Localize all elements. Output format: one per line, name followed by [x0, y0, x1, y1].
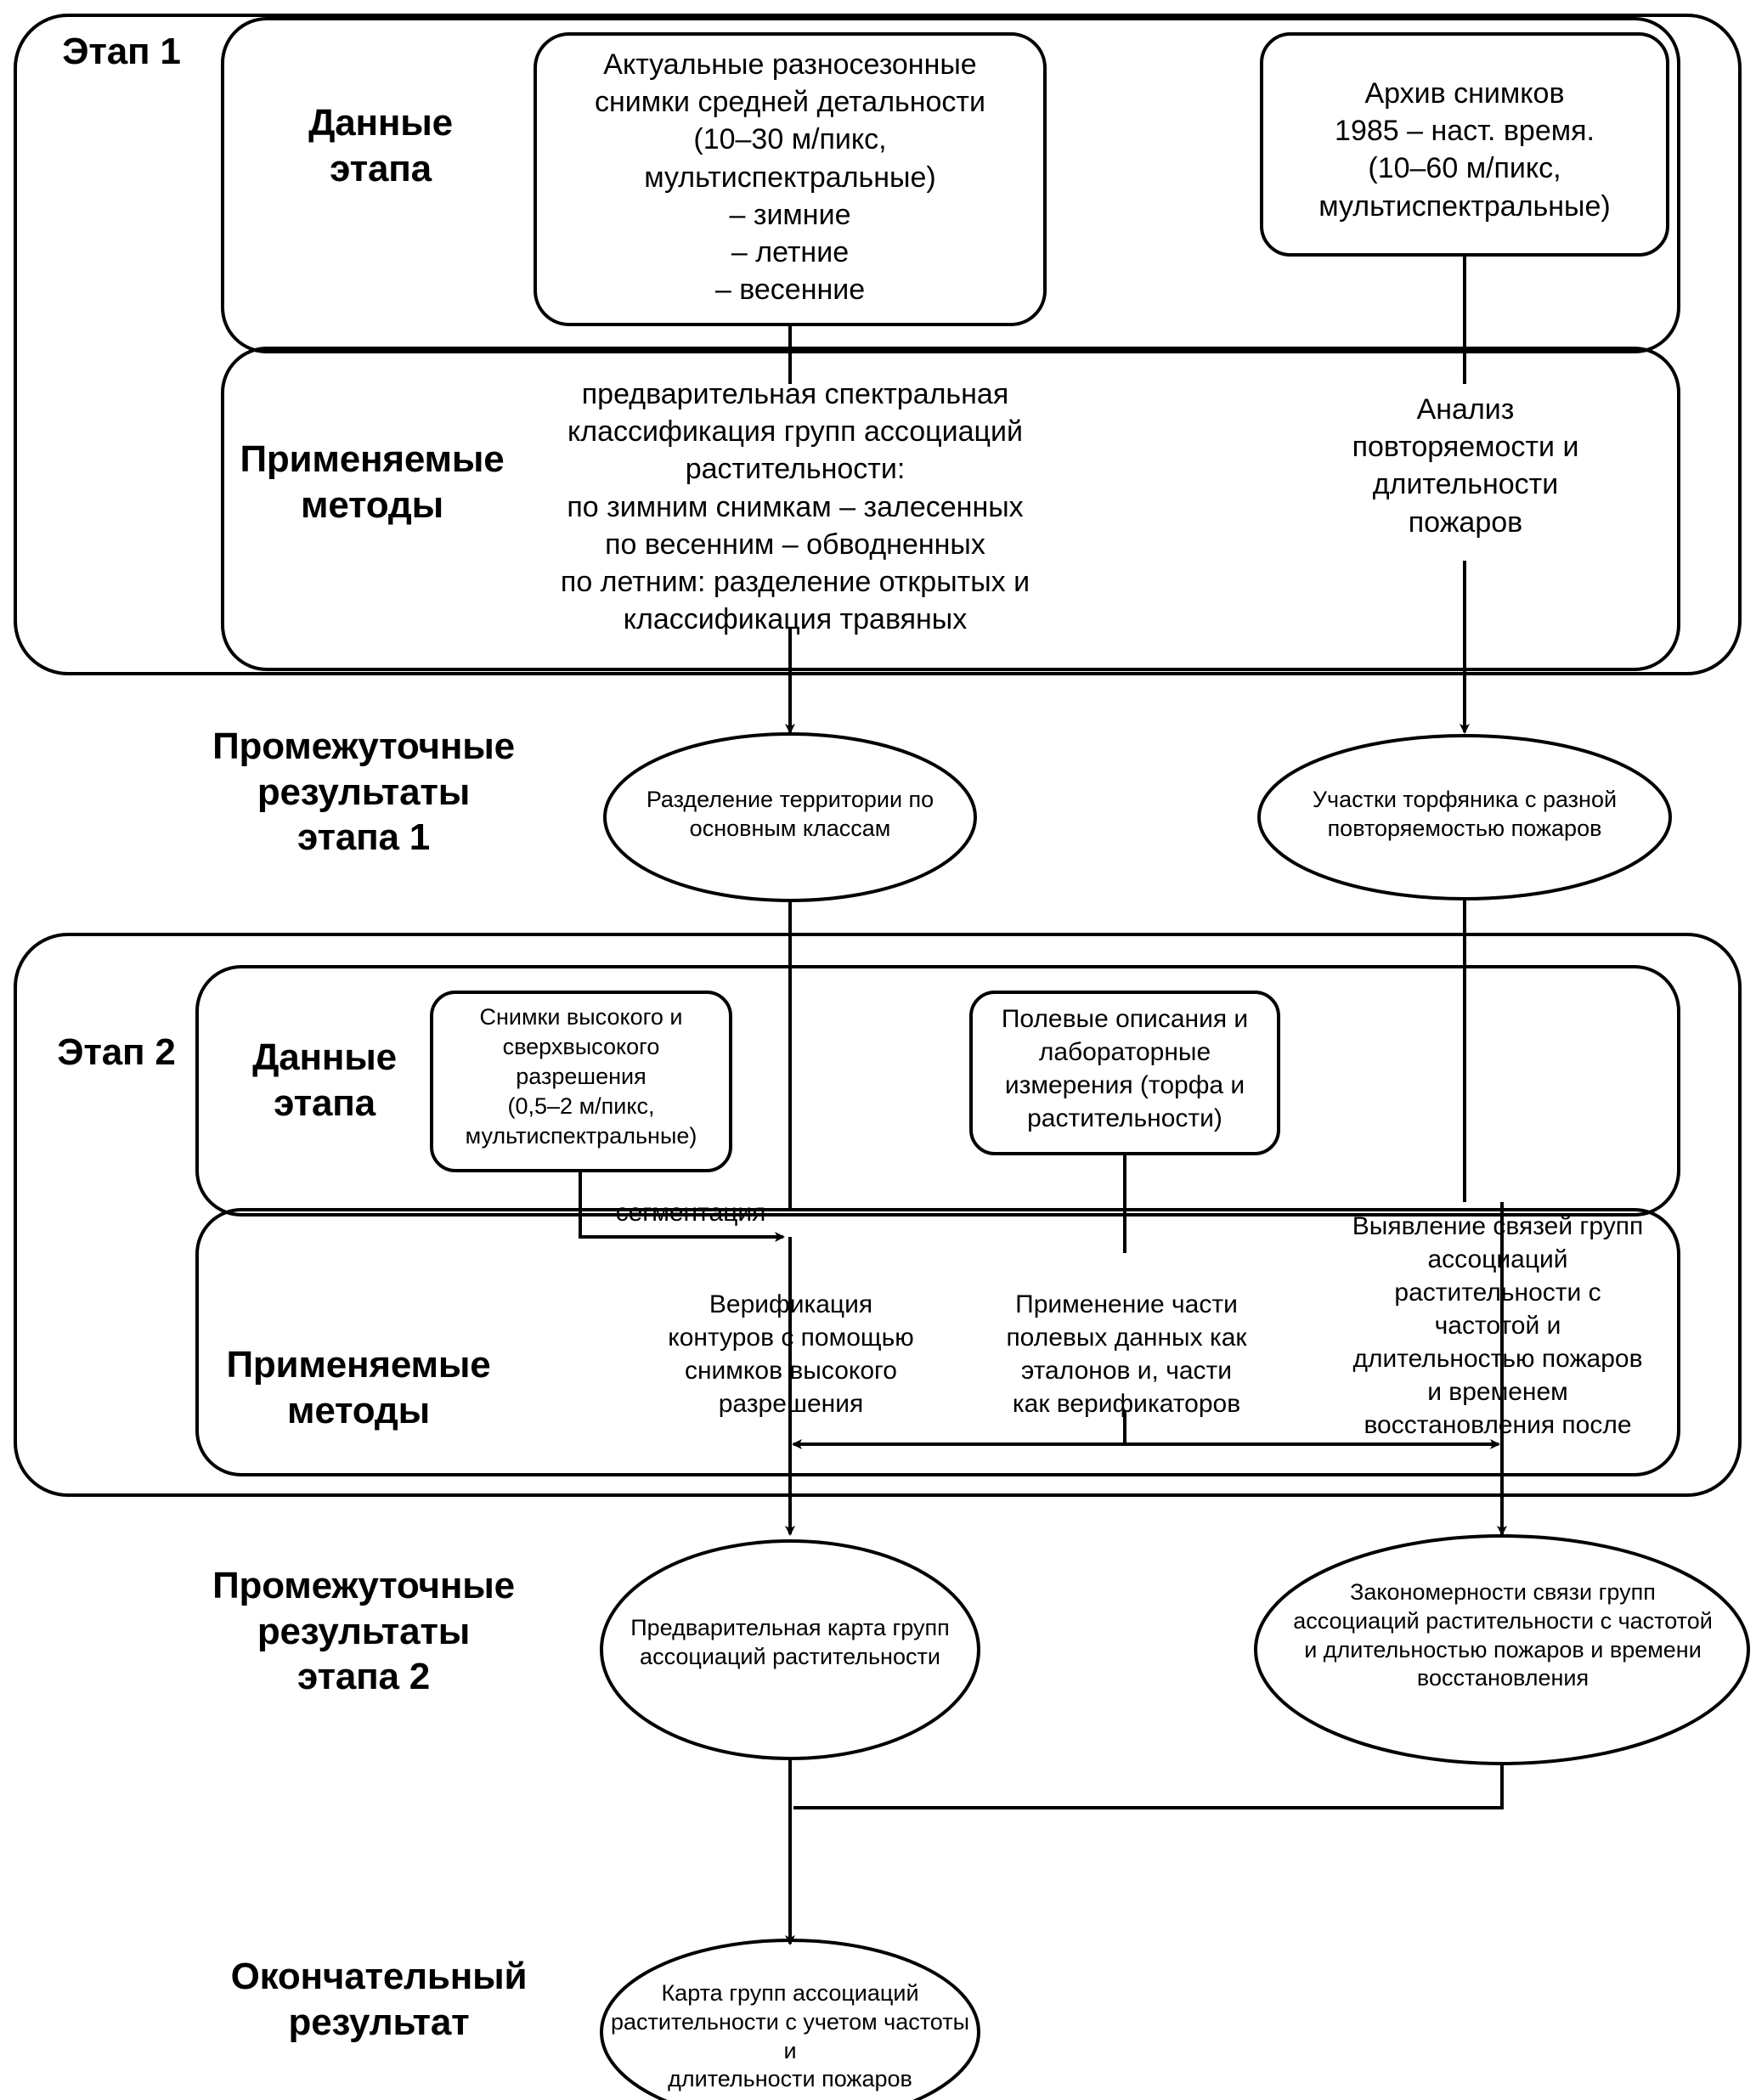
- stage1-label: Этап 1: [62, 31, 181, 72]
- stage1-data-box-1-text: Актуальные разносезонные снимки средней …: [594, 48, 985, 307]
- stage1-data-container: [221, 17, 1680, 353]
- stage2-results-label: Промежуточные результаты этапа 2: [212, 1565, 515, 1698]
- stage2-methods-container: [195, 1208, 1680, 1476]
- connector-s2-result2-merge: [793, 1764, 1504, 1809]
- stage2-result-1-text: Предварительная карта групп ассоциаций р…: [630, 1615, 950, 1669]
- stage2-method-2-text: Применение части полевых данных как этал…: [1006, 1290, 1247, 1418]
- stage1-method-2-text: Анализ повторяемости и длительности пожа…: [1352, 393, 1579, 539]
- stage1-methods-label: Применяемые методы: [240, 438, 505, 526]
- stage1-method-1-text: предварительная спектральная классификац…: [560, 378, 1030, 636]
- stage1-result-2-text: Участки торфяника с разной повторяемость…: [1312, 787, 1618, 841]
- stage2-data-container: [195, 965, 1680, 1217]
- stage1-data-box-2-text: Архив снимков 1985 – наст. время. (10–60…: [1318, 77, 1611, 223]
- stage1-methods-container: [221, 347, 1680, 671]
- final-result-text: Карта групп ассоциаций растительности с …: [610, 1980, 970, 2092]
- stage1-data-label: Данные этапа: [308, 102, 453, 189]
- stage2-method-3-text: Выявление связей групп ассоциаций растит…: [1352, 1212, 1644, 1439]
- stage2-result-2-text: Закономерности связи групп ассоциаций ра…: [1293, 1579, 1713, 1691]
- stage2-outer-container: [14, 933, 1742, 1497]
- stage1-results-label: Промежуточные результаты этапа 1: [212, 725, 515, 859]
- stage1-outer-container: [14, 14, 1742, 675]
- segmentation-edge-label: сегментация: [615, 1199, 766, 1227]
- stage2-data-box-2-text: Полевые описания и лабораторные измерени…: [1001, 1005, 1249, 1132]
- stage1-result-1-text: Разделение территории по основным класса…: [646, 787, 934, 841]
- stage2-methods-label: Применяемые методы: [226, 1344, 491, 1431]
- stage2-data-box-1-text: Снимки высокого и сверхвысокого разрешен…: [465, 1004, 697, 1149]
- stage2-label: Этап 2: [57, 1031, 176, 1073]
- final-result-ellipse: [600, 1939, 980, 2100]
- stage2-data-label: Данные этапа: [252, 1036, 397, 1124]
- stage2-method-1-text: Верификация контуров с помощью снимков в…: [668, 1290, 914, 1418]
- connector-segmentation-elbow: [579, 1171, 785, 1242]
- final-result-label: Окончательный результат: [230, 1956, 528, 2043]
